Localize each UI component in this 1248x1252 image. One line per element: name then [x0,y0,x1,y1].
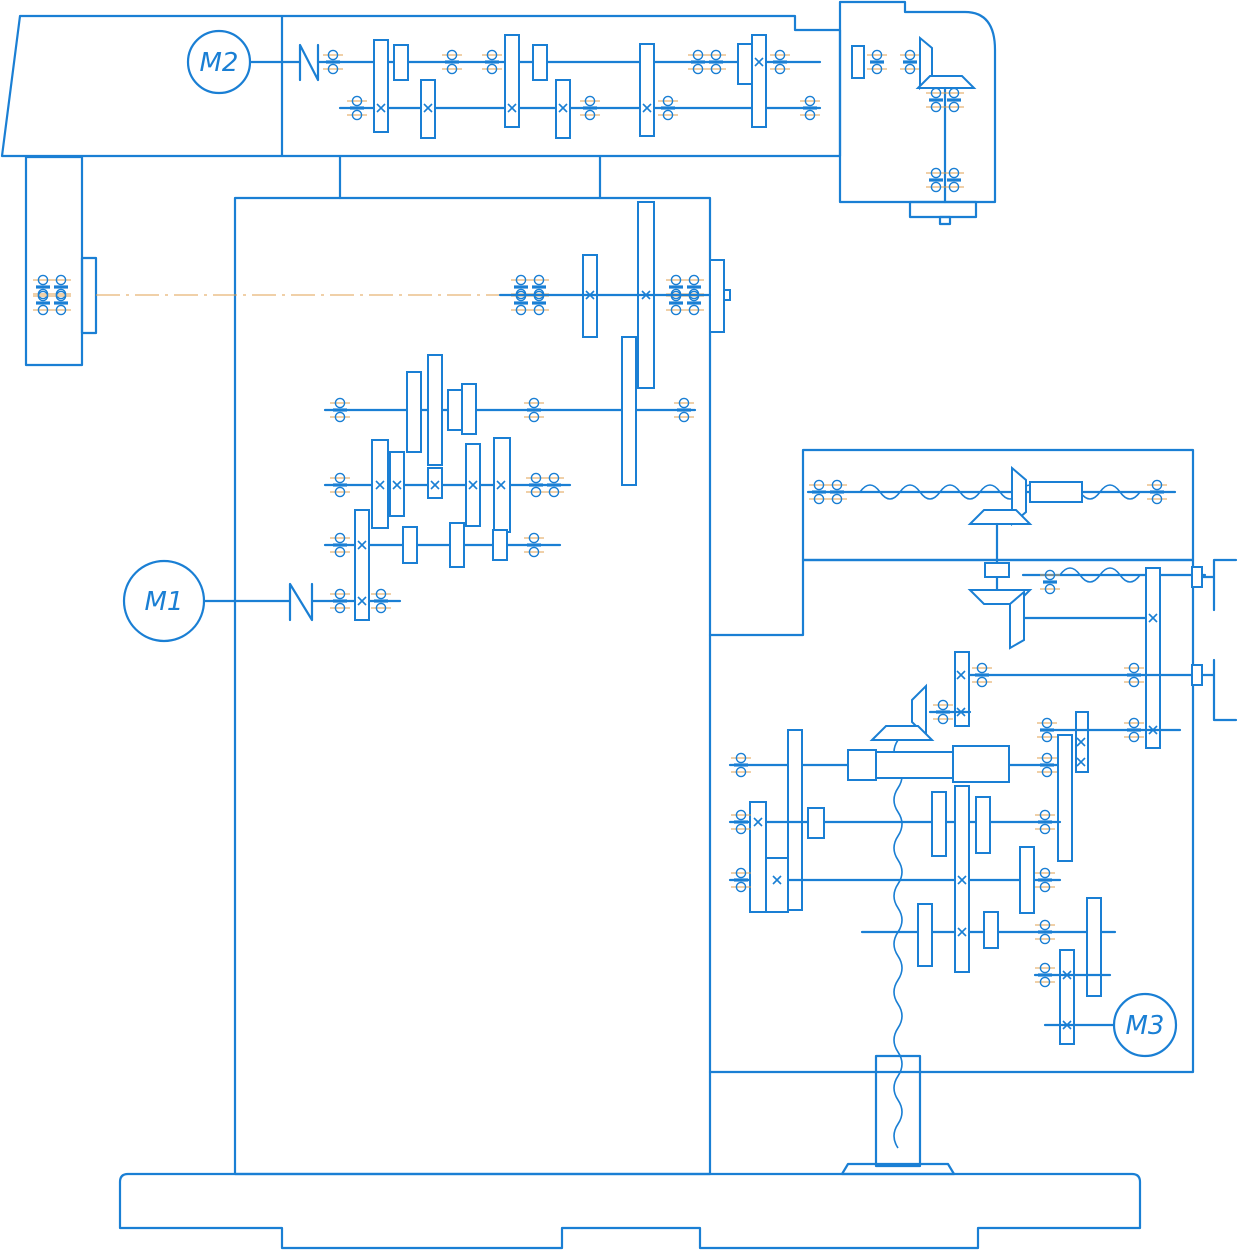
gear [504,34,520,128]
gear [1086,897,1102,997]
gear [449,522,465,568]
gear [393,44,409,81]
clutch [807,807,825,839]
gear [954,651,970,727]
clutch [984,562,1010,578]
motor-m1-label: M1 [145,587,184,617]
gear [975,796,991,854]
gear [402,526,418,564]
coupling-m1 [288,582,314,622]
gear [917,903,933,967]
coupling-m2 [298,43,320,82]
arbor-support [24,155,84,367]
motor-m3-label: M3 [1126,1011,1165,1041]
spindle-key [938,215,952,226]
handwheel-hub [1191,664,1203,686]
gear [639,43,655,137]
knee-housing [708,558,1195,1074]
spindle-flange [709,259,725,333]
lead-screw-longitudinal [859,484,1141,500]
gear [751,34,767,128]
gear [1019,846,1035,914]
machine-base [118,1172,1142,1250]
handwheel-hub [1191,566,1203,588]
gear [1057,734,1073,862]
feed-shaft-sleeve [847,749,877,781]
gear [406,371,422,453]
arbor-support-cap [80,256,98,335]
elevating-screw-column [874,1054,922,1168]
gear [737,43,753,85]
gear [749,801,767,913]
gear [447,389,463,431]
gear [492,529,508,561]
spindle-flange-cap [723,289,731,301]
bevel-gear [1009,589,1025,650]
nut [1029,481,1083,503]
gear [931,791,947,857]
gear [373,39,389,133]
arbor-support-bearing-2 [33,291,71,314]
lead-screw-vertical [893,739,903,1149]
overarm-right-block [838,0,997,204]
machine-column [233,196,712,1176]
gear [765,857,789,913]
elevating-screw-base [840,1162,956,1176]
gear [1145,567,1161,749]
feed-shaft-body [875,751,957,779]
gear [787,729,803,911]
clutch [851,45,865,79]
gear [621,336,637,486]
bevel-gear [915,75,977,89]
gear [983,911,999,949]
bevel-gear [967,509,1033,525]
bevel-gear [869,725,935,741]
feed-shaft-collar [952,745,1010,783]
gear [1059,949,1075,1045]
gear [354,509,370,621]
lead-screw-cross [1059,567,1141,583]
gear [461,383,477,435]
handwheel-crank [1200,658,1238,722]
handwheel-crank [1200,558,1238,612]
motor-m2-label: M2 [200,48,239,78]
gear [427,467,443,499]
gear [532,44,548,81]
spindle-nose [908,200,978,219]
gear [427,354,443,466]
